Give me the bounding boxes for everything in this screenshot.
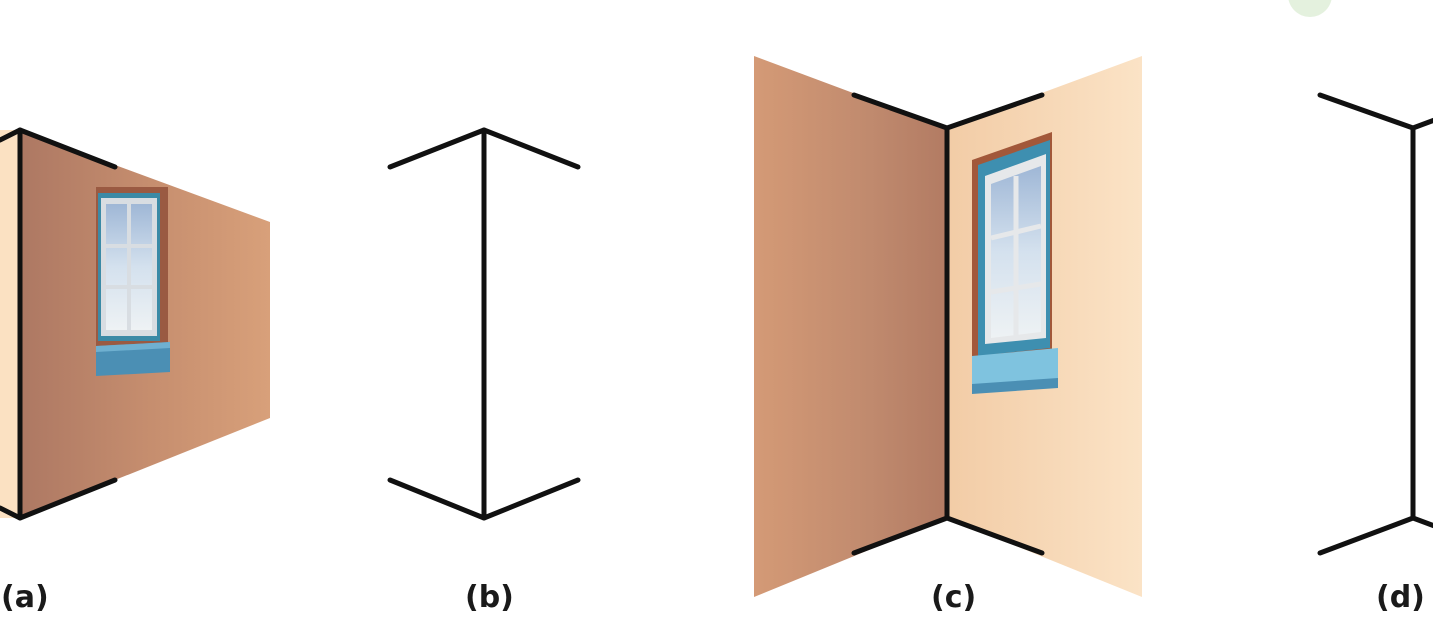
- panel-c-left-wall: [754, 56, 947, 597]
- panel-c-window: [972, 132, 1058, 394]
- panel-a-side-wall: [0, 130, 20, 518]
- label-a: (a): [1, 580, 49, 615]
- label-c: (c): [931, 580, 976, 615]
- label-d: (d): [1376, 580, 1425, 615]
- corner-decoration: [1288, 0, 1332, 17]
- panel-b-lines: [387, 127, 581, 521]
- panel-a-window: [96, 187, 170, 376]
- panel-d-lines: [1317, 92, 1433, 556]
- panel-c-lines: [851, 92, 1045, 556]
- panel-a: [0, 127, 270, 521]
- panel-c: [754, 56, 1142, 597]
- label-b: (b): [465, 580, 514, 615]
- panel-a-lines: [0, 127, 118, 521]
